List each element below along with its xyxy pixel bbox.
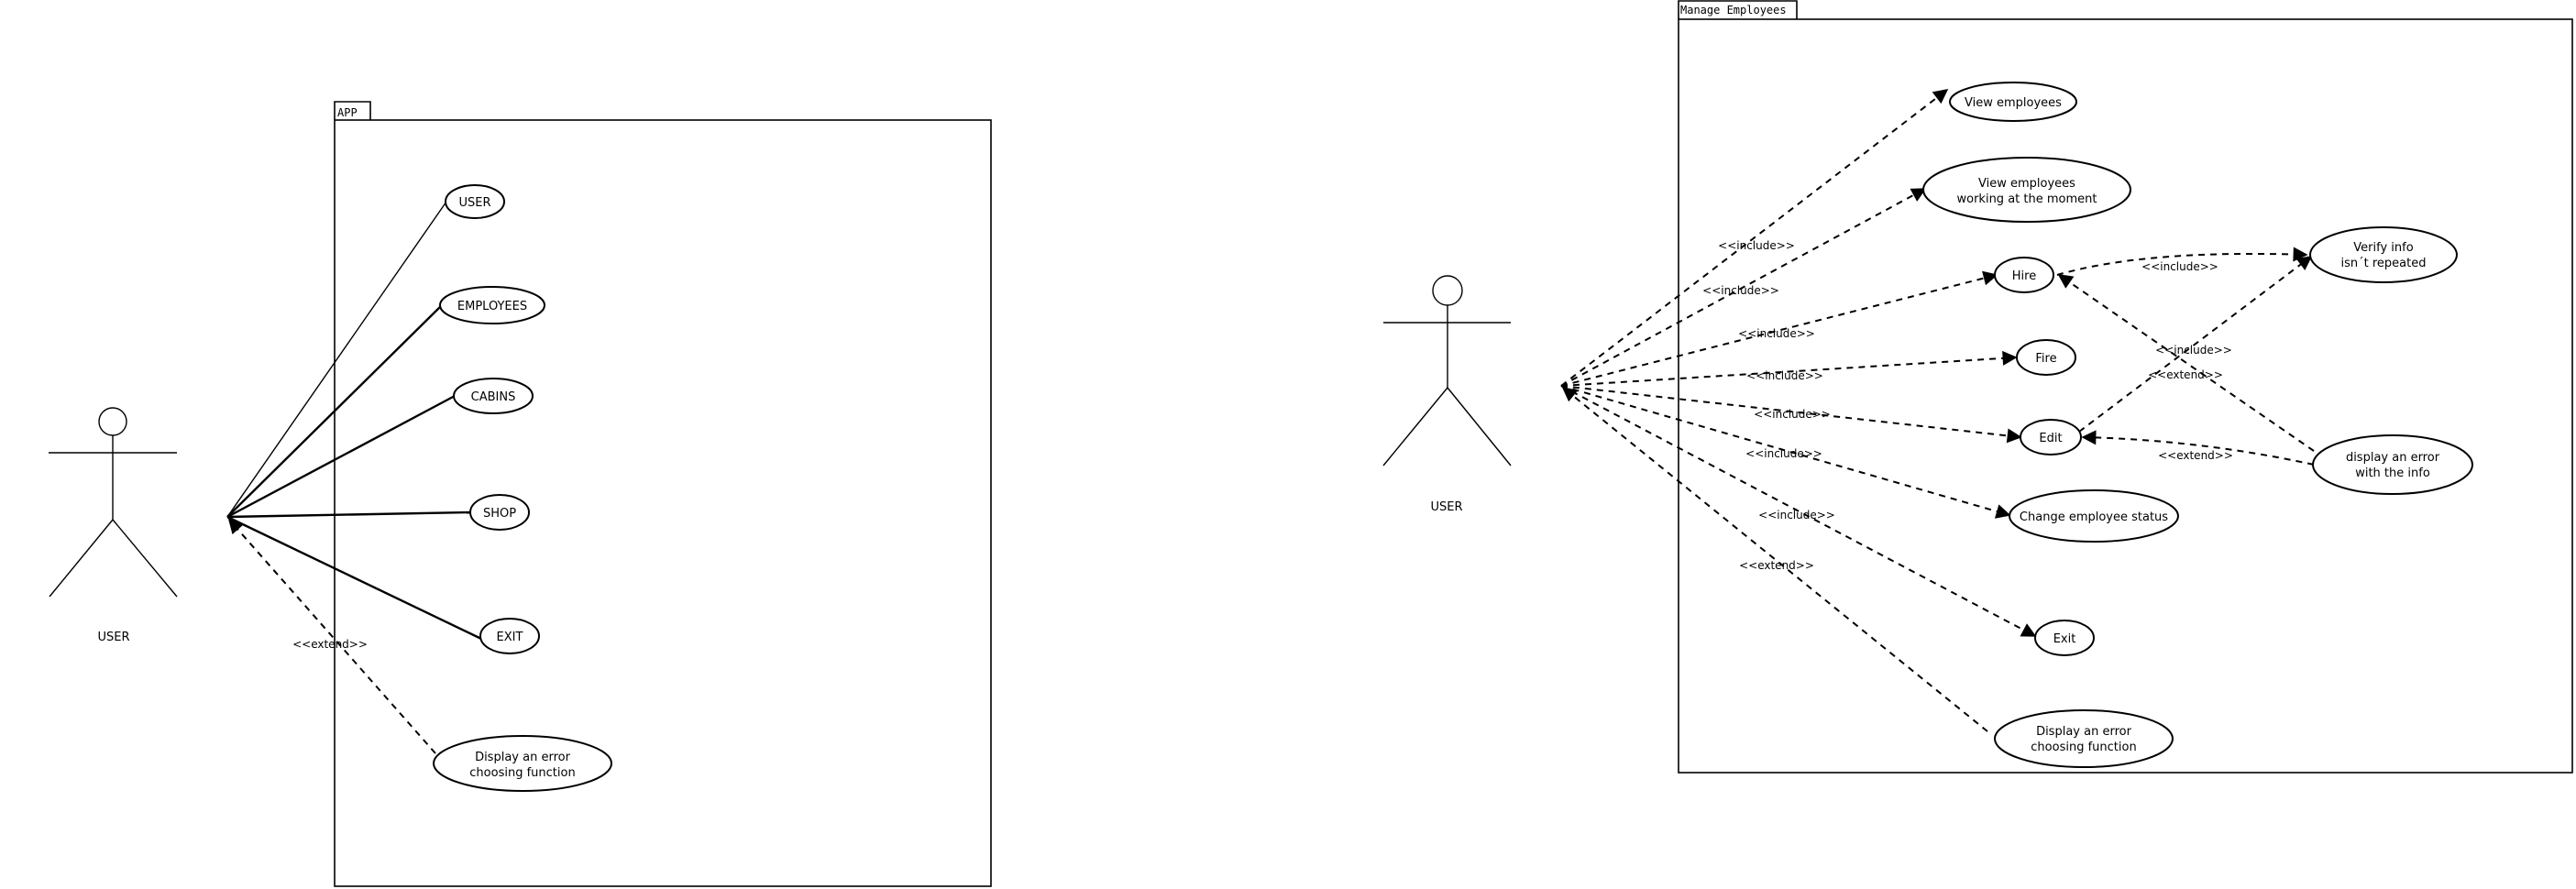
- include-edit-arrow: [1560, 385, 2022, 444]
- assoc-user: [226, 201, 447, 518]
- svg-text:View employees: View employees: [1965, 96, 2062, 110]
- extend-error-arrow: [227, 518, 436, 754]
- label-include-verify-edit: <<include>>: [2155, 344, 2232, 357]
- actor-head: [98, 407, 127, 436]
- svg-text:Display an error: Display an error: [475, 751, 571, 764]
- svg-text:USER: USER: [458, 196, 490, 210]
- manage-employees-diagram: Manage Employees USER <<include>> <<incl…: [1382, 0, 2573, 774]
- svg-text:EMPLOYEES: EMPLOYEES: [457, 300, 527, 313]
- manage-frame-label: Manage Employees: [1680, 4, 1787, 16]
- extend-hire-arrow: [2057, 274, 2315, 452]
- svg-text:View employees: View employees: [1978, 177, 2075, 191]
- svg-text:Change employee status: Change employee status: [2020, 510, 2168, 524]
- label-include-edit: <<include>>: [1754, 408, 1831, 421]
- actor-left-leg: [49, 519, 114, 598]
- use-case-employees[interactable]: EMPLOYEES: [439, 286, 545, 324]
- user-actor-2[interactable]: [1382, 275, 1512, 466]
- user-actor[interactable]: [49, 407, 178, 598]
- include-status-arrow: [1560, 385, 2011, 519]
- actor-right-leg: [112, 519, 178, 598]
- use-case-display-error-info[interactable]: display an error with the info: [2312, 434, 2473, 495]
- app-actor-label: USER: [97, 631, 129, 644]
- app-frame: [334, 119, 992, 887]
- actor-head: [1432, 275, 1463, 306]
- extend-edit-arrow: [2081, 430, 2315, 466]
- svg-text:working at the moment: working at the moment: [1957, 192, 2097, 206]
- use-case-shop[interactable]: SHOP: [469, 494, 530, 531]
- manage-actor-label: USER: [1430, 500, 1462, 514]
- svg-text:SHOP: SHOP: [483, 507, 516, 521]
- app-frame-tab: [334, 101, 371, 120]
- app-frame-label: APP: [337, 106, 358, 119]
- include-exit-arrow: [1560, 385, 2037, 637]
- include-verify-from-hire-arrow: [2056, 247, 2308, 276]
- use-case-hire[interactable]: Hire: [1994, 257, 2054, 293]
- svg-text:choosing function: choosing function: [2031, 741, 2136, 754]
- include-verify-from-edit-arrow: [2078, 256, 2313, 433]
- use-case-exit[interactable]: EXIT: [479, 618, 540, 654]
- use-case-display-error[interactable]: Display an error choosing function: [433, 735, 612, 792]
- svg-text:display an error: display an error: [2346, 451, 2440, 465]
- svg-text:EXIT: EXIT: [497, 631, 523, 644]
- assoc-exit: [226, 515, 482, 641]
- use-case-cabins[interactable]: CABINS: [453, 378, 534, 414]
- label-include-exit: <<include>>: [1758, 509, 1835, 521]
- use-case-verify-info[interactable]: Verify info isn´t repeated: [2309, 226, 2458, 283]
- manage-frame-tab: [1678, 0, 1798, 19]
- svg-text:Verify info: Verify info: [2353, 241, 2413, 255]
- use-case-user[interactable]: USER: [445, 184, 505, 219]
- use-case-change-status[interactable]: Change employee status: [2009, 489, 2179, 543]
- label-include-fire: <<include>>: [1746, 369, 1823, 382]
- actor-right-leg: [1447, 387, 1512, 466]
- svg-text:Edit: Edit: [2039, 432, 2062, 445]
- include-hire-arrow: [1560, 270, 1998, 387]
- assoc-shop: [226, 510, 471, 519]
- label-extend-edit: <<extend>>: [2158, 449, 2233, 462]
- use-case-display-error-2[interactable]: Display an error choosing function: [1994, 709, 2174, 768]
- use-case-exit-2[interactable]: Exit: [2034, 620, 2095, 656]
- app-diagram: APP USER <<extend>> USER EMPLOYEES: [49, 101, 992, 887]
- svg-text:isn´t repeated: isn´t repeated: [2341, 257, 2427, 270]
- assoc-employees: [226, 304, 443, 518]
- manage-frame: [1678, 18, 2573, 774]
- use-case-view-working[interactable]: View employees working at the moment: [1922, 157, 2131, 223]
- include-view-arrow: [1560, 89, 1949, 387]
- svg-text:Fire: Fire: [2035, 352, 2056, 366]
- include-working-arrow: [1560, 188, 1927, 387]
- actor-left-leg: [1382, 387, 1448, 466]
- label-include-verify-hire: <<include>>: [2141, 260, 2218, 273]
- svg-text:choosing function: choosing function: [469, 766, 575, 780]
- use-case-view-employees[interactable]: View employees: [1949, 82, 2077, 122]
- label-include-status: <<include>>: [1745, 447, 1822, 460]
- app-extend-label: <<extend>>: [292, 638, 368, 651]
- svg-text:Exit: Exit: [2053, 632, 2076, 646]
- label-extend-error: <<extend>>: [1739, 559, 1814, 572]
- use-case-edit[interactable]: Edit: [2020, 419, 2082, 455]
- label-extend-hire: <<extend>>: [2148, 368, 2223, 381]
- svg-text:with the info: with the info: [2355, 466, 2430, 480]
- label-include-view: <<include>>: [1718, 239, 1795, 252]
- label-include-hire: <<include>>: [1738, 327, 1815, 340]
- label-include-working: <<include>>: [1702, 284, 1779, 297]
- include-fire-arrow: [1560, 350, 2018, 387]
- svg-text:Hire: Hire: [2012, 269, 2036, 283]
- use-case-fire[interactable]: Fire: [2016, 339, 2076, 376]
- assoc-cabins: [226, 394, 456, 519]
- extend-error-arrow-2: [1561, 386, 1988, 732]
- svg-text:Display an error: Display an error: [2036, 725, 2132, 739]
- svg-text:CABINS: CABINS: [471, 390, 516, 404]
